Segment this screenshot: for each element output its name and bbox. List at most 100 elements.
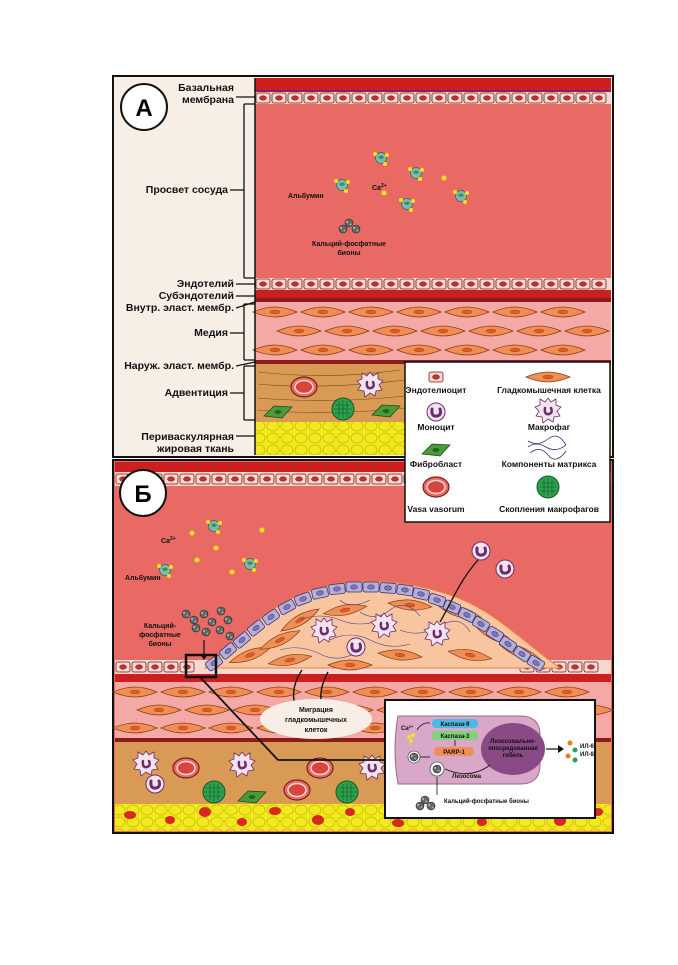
endothelial-cell	[399, 278, 415, 290]
b-bions-label-1: Кальций-	[144, 622, 177, 630]
endothelial-cell	[447, 278, 463, 290]
endothelial-cell	[371, 473, 387, 485]
plaque-endothelial-cap	[204, 581, 546, 672]
endothelial-cell	[319, 278, 335, 290]
endothelial-cell	[415, 278, 431, 290]
migration-label-bg	[260, 699, 372, 739]
caspase3-pill	[432, 731, 478, 740]
endothelial-cell	[131, 661, 147, 673]
endothelial-cell	[227, 473, 243, 485]
endothelial-cell	[463, 92, 479, 104]
endothelial-cell	[271, 92, 287, 104]
endothelial-cell	[383, 92, 399, 104]
plaque-endothelial-cell	[328, 582, 346, 596]
endothelial-cell	[335, 92, 351, 104]
endothelial-cell	[335, 278, 351, 290]
cytokine-dots	[565, 740, 578, 763]
panel-a-letter: А	[135, 95, 152, 122]
inset-caspase3: Каспаза-3	[440, 734, 470, 740]
endothelial-cell	[351, 92, 367, 104]
plaque-endothelial-cell	[362, 581, 380, 593]
endothelial-cell	[463, 278, 479, 290]
plaque-endothelial-cell	[311, 586, 329, 600]
a-albumin-label: Альбумин	[288, 192, 324, 200]
endothelial-cell	[195, 473, 211, 485]
inset-parp: PARP-1	[443, 750, 465, 756]
media-smooth-muscle	[252, 306, 610, 356]
inset-caspase9: Каспаза-9	[440, 722, 470, 728]
label-perivascular-2: жировая ткань	[156, 443, 235, 455]
a-bions-label-1: Кальций-фосфатные	[312, 240, 386, 248]
endothelial-cell	[163, 473, 179, 485]
legend-label-6: Vasa vasorum	[407, 504, 465, 514]
migration-label-1: Миграция	[299, 707, 333, 714]
endothelial-cell	[511, 92, 527, 104]
endothelial-cell	[591, 278, 607, 290]
panel-a-badge	[120, 83, 168, 131]
inset-lysosome: Лизосома	[452, 774, 482, 780]
plaque-endothelial-cell	[442, 599, 462, 615]
parp-pill	[434, 747, 474, 756]
endothelial-cell	[479, 278, 495, 290]
plaque-endothelial-cell	[247, 619, 265, 637]
endothelial-cell	[511, 278, 527, 290]
b-calcium-label: Ca2+	[161, 536, 176, 545]
endothelial-cell	[495, 92, 511, 104]
plaque-endothelial-cell	[261, 608, 281, 626]
caspase9-pill	[432, 719, 478, 728]
b-albumin-label: Альбумин	[125, 574, 161, 582]
endothelial-cell	[319, 92, 335, 104]
endothelial-cell	[147, 661, 163, 673]
endothelial-cell	[163, 661, 179, 673]
label-internal-elastic: Внутр. эласт. мембр.	[126, 302, 234, 314]
endothelial-cell	[303, 92, 319, 104]
endothelial-cell	[583, 661, 599, 673]
plaque-endothelial-cell	[379, 582, 397, 594]
label-endothelium: Эндотелий	[177, 278, 234, 290]
endothelial-cell	[559, 92, 575, 104]
endothelial-cell	[323, 473, 339, 485]
label-basal-membrane-1: Базальная	[178, 82, 234, 94]
endothelial-cell	[179, 473, 195, 485]
label-basal-membrane-2: мембрана	[182, 94, 234, 106]
plaque-endothelial-cell	[293, 591, 313, 607]
endothelial-cell	[591, 92, 607, 104]
endothelial-cell	[567, 661, 583, 673]
endothelial-cell	[527, 278, 543, 290]
panel-b-badge	[119, 469, 167, 517]
endothelial-cell	[431, 92, 447, 104]
label-media: Медия	[194, 327, 228, 339]
plaque-endothelial-cell	[277, 599, 297, 615]
plaque-endothelial-cell	[412, 587, 430, 601]
plaque-endothelial-cell	[345, 581, 363, 593]
endothelial-cell	[575, 278, 591, 290]
endothelial-cell	[303, 278, 319, 290]
inset-niche-1: Лизосомально-	[490, 739, 536, 745]
a-bions-label-2: бионы	[337, 249, 360, 257]
endothelial-cell	[339, 473, 355, 485]
inset-niche-2: опосредованная	[488, 746, 538, 752]
endothelial-cell	[383, 278, 399, 290]
endothelial-cell	[575, 92, 591, 104]
endothelial-cell	[271, 278, 287, 290]
plaque-endothelial-cell	[396, 583, 414, 597]
endothelial-cell	[255, 278, 271, 290]
endothelial-cell	[291, 473, 307, 485]
plaque-endothelial-cell	[219, 642, 237, 660]
inset-bions: Кальций-фосфатные бионы	[444, 798, 529, 805]
lysosomal-niche	[481, 723, 545, 775]
b-bions-label-2: фосфатные	[139, 632, 181, 639]
plaque-endothelial-cell	[427, 592, 447, 608]
plaque-endothelial-cell	[457, 607, 477, 623]
endothelial-cell	[415, 92, 431, 104]
endothelial-cell	[559, 278, 575, 290]
legend-label-0: Эндотелиоцит	[406, 385, 467, 395]
endothelial-cell	[431, 278, 447, 290]
migration-label-3: клеток	[305, 727, 328, 734]
endothelial-cell	[211, 473, 227, 485]
plaque-endothelial-cell	[512, 645, 532, 663]
legend-label-7: Скопления макрофагов	[499, 504, 599, 514]
plaque-matrix	[279, 599, 471, 659]
label-adventitia: Адвентиция	[165, 387, 228, 399]
